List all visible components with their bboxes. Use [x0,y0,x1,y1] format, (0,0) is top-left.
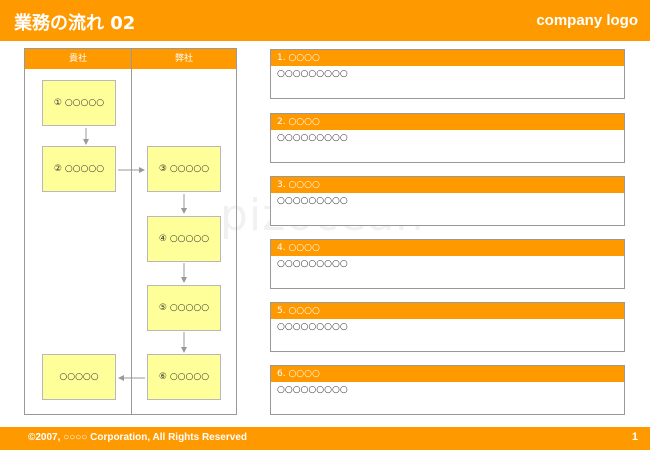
footer-bar: ©2007, ○○○○ Corporation, All Rights Rese… [0,427,650,450]
flow-step-3: ③ ○○○○○ [147,146,221,192]
page-title: 業務の流れ 02 [14,13,136,34]
lane-header-company: 弊社 [132,49,236,69]
flow-step-6: ⑥ ○○○○○ [147,354,221,400]
lane-divider [131,49,132,414]
header-bar: 業務の流れ 02 company logo [0,0,650,41]
step-panel-6: 6. ○○○○ ○○○○○○○○○ [270,365,625,415]
step-panel-body: ○○○○○○○○○ [277,69,348,79]
step-panel-2: 2. ○○○○ ○○○○○○○○○ [270,113,625,163]
step-panel-5: 5. ○○○○ ○○○○○○○○○ [270,302,625,352]
step-panel-body: ○○○○○○○○○ [277,322,348,332]
step-panel-title: 5. ○○○○ [271,303,624,319]
step-panel-title: 1. ○○○○ [271,50,624,66]
copyright-text: ©2007, ○○○○ Corporation, All Rights Rese… [28,432,247,443]
step-panel-title: 6. ○○○○ [271,366,624,382]
page-number: 1 [631,431,638,443]
step-panel-4: 4. ○○○○ ○○○○○○○○○ [270,239,625,289]
flow-step-4: ④ ○○○○○ [147,216,221,262]
company-logo: company logo [536,12,638,29]
step-panel-title: 2. ○○○○ [271,114,624,130]
flow-step-1: ① ○○○○○ [42,80,116,126]
step-panel-body: ○○○○○○○○○ [277,133,348,143]
step-panel-title: 4. ○○○○ [271,240,624,256]
step-panel-1: 1. ○○○○ ○○○○○○○○○ [270,49,625,99]
flow-step-final: ○○○○○ [42,354,116,400]
step-panel-title: 3. ○○○○ [271,177,624,193]
swimlane-diagram: 貴社 弊社 [24,48,237,415]
flow-step-5: ⑤ ○○○○○ [147,285,221,331]
lane-header-client: 貴社 [25,49,131,69]
step-panel-body: ○○○○○○○○○ [277,196,348,206]
step-panel-3: 3. ○○○○ ○○○○○○○○○ [270,176,625,226]
flow-step-2: ② ○○○○○ [42,146,116,192]
step-panel-body: ○○○○○○○○○ [277,259,348,269]
step-panel-body: ○○○○○○○○○ [277,385,348,395]
